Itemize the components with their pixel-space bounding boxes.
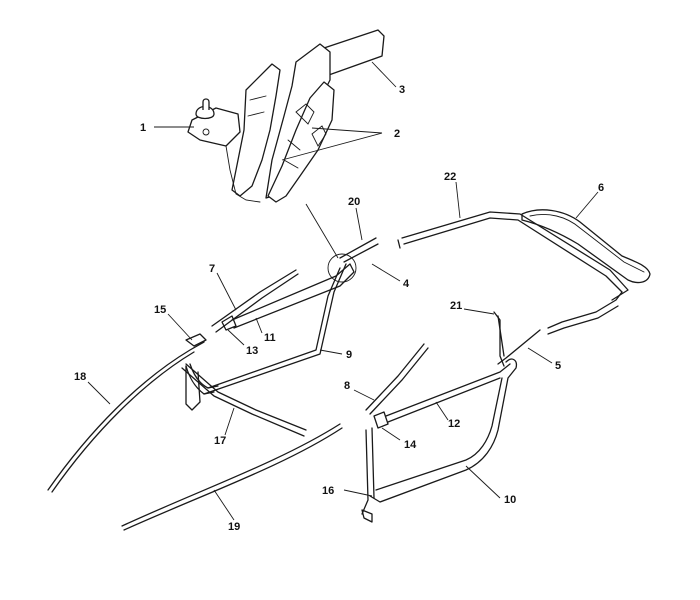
part-18-long-strip (47, 341, 205, 493)
part-13-clip (221, 315, 237, 331)
part-21-pillar-strip (493, 311, 505, 367)
callout-4: 4 (403, 278, 410, 290)
part-11-door-frame-seal (231, 263, 355, 329)
part-16-lower-clip (361, 509, 373, 523)
callout-18: 18 (74, 371, 86, 383)
part-5-belt-seal (497, 291, 623, 365)
part-1-mount-block (187, 98, 261, 203)
part-2-bracket-rear (265, 43, 335, 203)
callout-10: 10 (504, 494, 516, 506)
callout-17: 17 (214, 435, 226, 447)
part-12-rear-belt-seal (385, 363, 511, 423)
part-15-corner-piece (185, 333, 207, 347)
part-19-lower-strip (121, 423, 343, 531)
callouts: 1 2 3 4 5 6 7 8 9 10 11 12 13 14 15 16 1… (74, 84, 604, 533)
callout-21: 21 (450, 300, 462, 312)
callout-1: 1 (140, 122, 146, 134)
callout-22: 22 (444, 171, 456, 183)
part-8-rear-window-strip (365, 343, 429, 415)
part-7-windscreen-strip (211, 269, 299, 333)
part-6-rear-seal (521, 209, 651, 284)
part-20-pillar-seal (339, 237, 379, 263)
part-10-rear-door-seal (361, 358, 518, 515)
callout-19: 19 (228, 521, 240, 533)
callout-9: 9 (346, 349, 352, 361)
leader-lines (87, 61, 599, 521)
callout-12: 12 (448, 418, 460, 430)
part-2-bracket-front (231, 63, 281, 197)
callout-11: 11 (264, 332, 276, 344)
part-17-sill-strip (181, 363, 307, 437)
detail-circle (327, 253, 357, 283)
callout-13: 13 (246, 345, 258, 357)
part-22-roof-rail-seal (397, 211, 629, 301)
callout-15: 15 (154, 304, 166, 316)
callout-16: 16 (322, 485, 334, 497)
callout-14: 14 (404, 439, 417, 451)
callout-5: 5 (555, 360, 561, 372)
callout-7: 7 (209, 263, 215, 275)
callout-8: 8 (344, 380, 350, 392)
callout-6: 6 (598, 182, 604, 194)
callout-20: 20 (348, 196, 360, 208)
callout-2: 2 (394, 128, 400, 140)
callout-3: 3 (399, 84, 405, 96)
part-14-clip (373, 411, 389, 429)
